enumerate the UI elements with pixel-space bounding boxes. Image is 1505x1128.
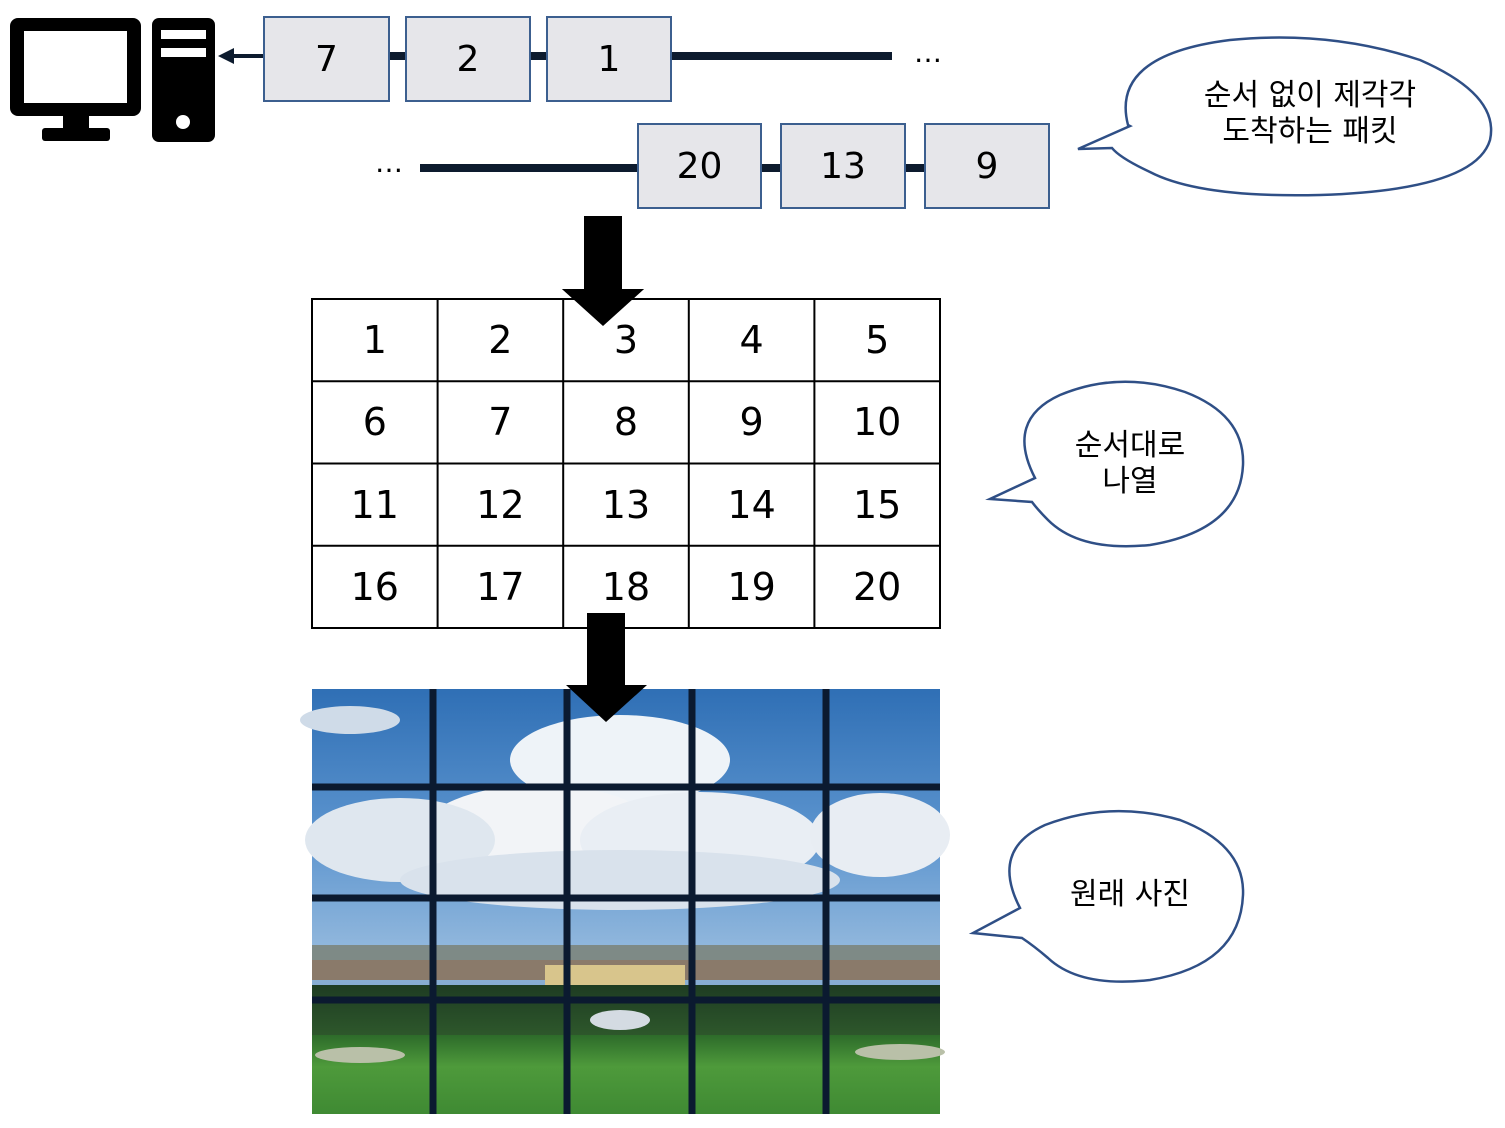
grid-cell: 7 (488, 400, 513, 445)
packet-20: 20 (676, 145, 723, 187)
grid-cell: 13 (601, 482, 651, 527)
grid-cell: 6 (362, 400, 387, 445)
grid-cell: 17 (476, 564, 525, 609)
callout-original-photo-text: 원래 사진 (1070, 877, 1190, 912)
callout-ordered-text: 순서대로 나열 (1074, 428, 1186, 499)
grid-cell: 9 (739, 400, 764, 445)
packet-9: 9 (975, 145, 999, 187)
top-packet-boxes (263, 16, 672, 102)
grid-cell: 15 (853, 482, 902, 527)
desktop-computer-icon (10, 18, 215, 142)
grid-cell: 5 (865, 318, 890, 363)
callout-bubble-packets (1077, 36, 1493, 197)
photo-grid-lines (312, 689, 940, 1114)
bottom-stream-ellipsis: … (375, 146, 404, 179)
down-arrow-overlay-icon (562, 289, 644, 326)
grid-cell: 4 (739, 318, 764, 363)
grid-cell: 12 (476, 482, 525, 527)
top-stream-ellipsis: … (914, 36, 943, 69)
grid-cell: 18 (601, 564, 651, 609)
packet-2: 2 (456, 38, 480, 80)
grid-cell: 3 (613, 318, 639, 363)
grid-cell: 11 (350, 482, 399, 527)
grid-cell: 10 (853, 400, 902, 445)
grid-cell: 1 (362, 318, 387, 363)
grid-cell: 16 (350, 564, 399, 609)
grid-cell: 19 (727, 564, 776, 609)
grid-cell: 2 (488, 318, 513, 363)
down-arrow-icon (566, 613, 647, 722)
grid-cell: 8 (613, 400, 639, 445)
grid-cell: 14 (727, 482, 776, 527)
top-stream-line (218, 48, 892, 64)
packet-1: 1 (597, 38, 621, 80)
callout-unordered-packets-text: 순서 없이 제각각 도착하는 패킷 (1203, 78, 1417, 149)
grid-cell: 20 (853, 564, 902, 609)
callout-bubble-ordered (985, 380, 1245, 548)
packet-7: 7 (315, 38, 338, 80)
packet-13: 13 (820, 145, 866, 187)
ordered-grid (311, 298, 941, 629)
bottom-packet-boxes (637, 123, 1050, 209)
callout-bubble-photo (968, 809, 1245, 983)
